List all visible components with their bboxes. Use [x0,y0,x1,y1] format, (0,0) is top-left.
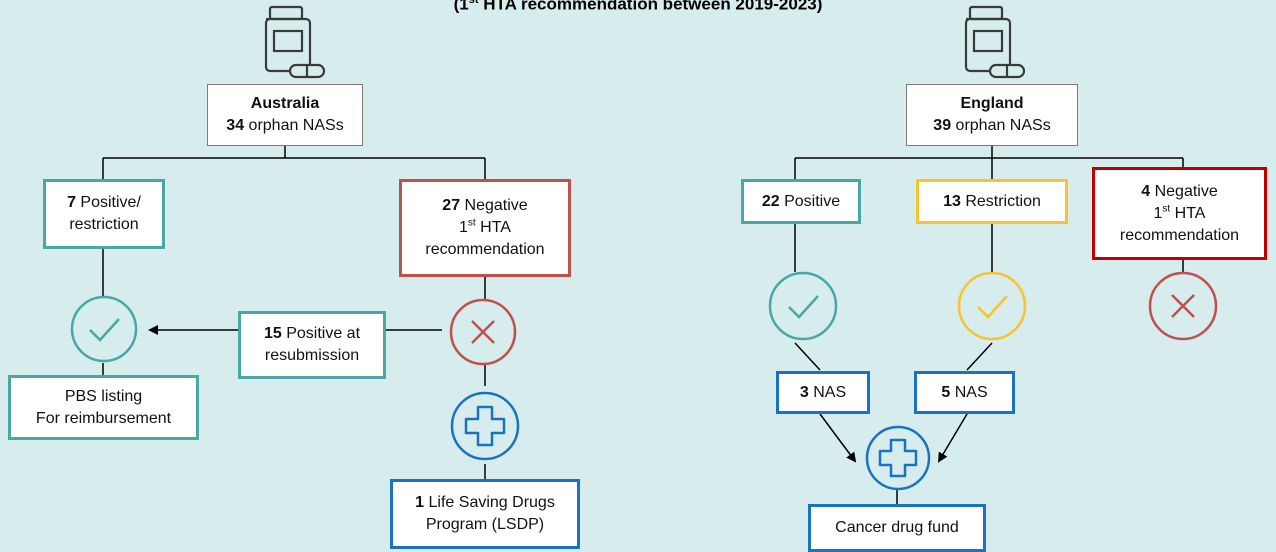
england-nas-box-restriction: 5 NAS [914,371,1015,414]
australia-country: Australia [250,95,320,112]
england-positive-box: 22 Positive [741,179,861,224]
australia-country-box: Australia 34 orphan NASs [207,84,363,146]
england-restriction-box: 13 Restriction [916,179,1068,224]
plus-circle-icon [865,425,931,491]
england-negative-box: 4 Negative 1st HTA recommendation [1092,167,1267,260]
australia-negative-box: 27 Negative 1st HTA recommendation [399,179,571,277]
lsdp-box: 1 Life Saving Drugs Program (LSDP) [390,479,580,549]
england-count: 39 [933,117,952,134]
england-country: England [960,95,1024,112]
pbs-listing-box: PBS listing For reimbursement [8,375,199,440]
australia-positive-box: 7 Positive/ restriction [43,179,165,249]
check-circle-icon [957,271,1027,341]
check-circle-icon [768,271,838,341]
australia-count: 34 [226,117,245,134]
medicine-bottle-icon [964,5,1026,79]
x-circle-icon [449,298,517,366]
diagram-title: (1st HTA recommendation between 2019-202… [453,0,823,14]
plus-circle-icon [450,391,520,461]
england-nas-box-positive: 3 NAS [776,371,870,414]
england-country-box: England 39 orphan NASs [906,84,1078,146]
check-circle-icon [70,295,138,363]
x-circle-icon [1148,271,1218,341]
medicine-bottle-icon [264,5,326,79]
australia-resubmission-box: 15 Positive at resubmission [238,311,386,379]
cancer-drug-fund-box: Cancer drug fund [808,504,986,552]
